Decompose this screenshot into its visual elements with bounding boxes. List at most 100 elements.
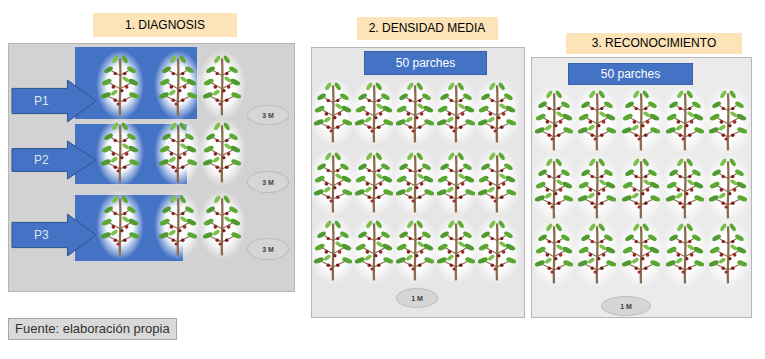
- coffee-plant: [477, 152, 517, 213]
- distance-ellipse: 1 M: [601, 296, 651, 316]
- plant-glow: [198, 117, 246, 187]
- distance-label: 3 M: [262, 246, 274, 253]
- plant-glow: [96, 50, 144, 120]
- plant-glow: [309, 215, 357, 285]
- stage-panel: 1. DIAGNOSISP13 MP23 MP33 M: [8, 43, 295, 292]
- coffee-plant: [534, 158, 574, 219]
- plant-glow: [617, 218, 665, 288]
- distance-label: 1 M: [620, 303, 632, 310]
- coffee-plant: [621, 223, 661, 284]
- plant-glow: [530, 153, 578, 223]
- plant-glow: [573, 153, 621, 223]
- coffee-plant: [202, 55, 242, 116]
- plant-glow: [573, 218, 621, 288]
- plant-glow: [661, 218, 709, 288]
- plot-arrow: P1: [12, 80, 96, 122]
- plant-glow: [432, 215, 480, 285]
- coffee-plant: [395, 152, 435, 213]
- plant-glow: [350, 147, 398, 217]
- coffee-plant: [158, 195, 198, 256]
- plant-glow: [96, 117, 144, 187]
- plant-glow: [96, 190, 144, 260]
- plant-glow: [309, 147, 357, 217]
- coffee-plant: [708, 223, 748, 284]
- plot-label: P2: [12, 153, 49, 167]
- coffee-plant: [534, 90, 574, 151]
- coffee-plant: [100, 55, 140, 116]
- coffee-plant: [100, 195, 140, 256]
- plant-glow: [432, 147, 480, 217]
- source-caption: Fuente: elaboración propia: [8, 318, 177, 340]
- plant-glow: [309, 77, 357, 147]
- plant-glow: [617, 153, 665, 223]
- coffee-plant: [665, 158, 705, 219]
- distance-label: 3 M: [262, 112, 274, 119]
- plant-glow: [473, 215, 521, 285]
- panel-ground: [531, 57, 752, 318]
- coffee-plant: [436, 82, 476, 143]
- plant-glow: [391, 215, 439, 285]
- coffee-plant: [354, 82, 394, 143]
- panel-heading: 1. DIAGNOSIS: [93, 13, 237, 37]
- plant-glow: [473, 147, 521, 217]
- plant-glow: [154, 117, 202, 187]
- plant-glow: [704, 218, 752, 288]
- distance-label: 3 M: [262, 179, 274, 186]
- patch-count-box: 50 parches: [568, 63, 693, 85]
- coffee-plant: [436, 220, 476, 281]
- panel-heading: 2. DENSIDAD MEDIA: [357, 17, 498, 40]
- coffee-plant: [708, 90, 748, 151]
- panel-heading: 3. RECONOCIMIENTO: [566, 33, 742, 54]
- plot-label: P1: [12, 94, 49, 108]
- distance-ellipse: 3 M: [247, 171, 289, 193]
- plot-label: P3: [12, 228, 49, 242]
- distance-ellipse: 3 M: [247, 105, 289, 125]
- coffee-plant: [313, 82, 353, 143]
- coffee-plant: [395, 220, 435, 281]
- coffee-plant: [621, 90, 661, 151]
- plant-glow: [661, 153, 709, 223]
- patch-label: 50 parches: [601, 67, 660, 81]
- plot-arrow: P3: [12, 214, 96, 256]
- arrow-outline: [12, 80, 96, 122]
- arrow-outline: [12, 141, 96, 179]
- plant-glow: [391, 77, 439, 147]
- coffee-plant: [313, 220, 353, 281]
- coffee-plant: [665, 223, 705, 284]
- plant-glow: [617, 85, 665, 155]
- arrow-shape: [12, 80, 96, 122]
- plant-glow: [198, 50, 246, 120]
- plant-glow: [198, 190, 246, 260]
- coffee-plant: [354, 220, 394, 281]
- plant-glow: [391, 147, 439, 217]
- coffee-plant: [395, 82, 435, 143]
- coffee-plant: [534, 223, 574, 284]
- distance-ellipse: 1 M: [396, 288, 438, 308]
- stage-panel: 3. RECONOCIMIENTO50 parches1 M: [531, 57, 752, 318]
- coffee-plant: [577, 158, 617, 219]
- coffee-plant: [436, 152, 476, 213]
- stage-panel: 2. DENSIDAD MEDIA50 parches1 M: [311, 47, 525, 318]
- arrow-shape: [12, 214, 96, 256]
- patch-label: 50 parches: [396, 56, 455, 70]
- plant-glow: [154, 50, 202, 120]
- panel-ground: [8, 43, 295, 292]
- coffee-plant: [158, 55, 198, 116]
- coffee-plant: [665, 90, 705, 151]
- patch-count-box: 50 parches: [364, 51, 487, 75]
- plot-arrow: P2: [12, 141, 96, 179]
- plant-glow: [473, 77, 521, 147]
- coffee-plant: [202, 195, 242, 256]
- plant-glow: [530, 85, 578, 155]
- coffee-plant: [354, 152, 394, 213]
- coffee-plant: [100, 122, 140, 183]
- coffee-plant: [577, 90, 617, 151]
- coffee-plant: [313, 152, 353, 213]
- plant-glow: [432, 77, 480, 147]
- plant-glow: [154, 190, 202, 260]
- coffee-plant: [577, 223, 617, 284]
- plant-glow: [573, 85, 621, 155]
- coffee-plant: [202, 122, 242, 183]
- coffee-plant: [477, 220, 517, 281]
- coffee-plant: [158, 122, 198, 183]
